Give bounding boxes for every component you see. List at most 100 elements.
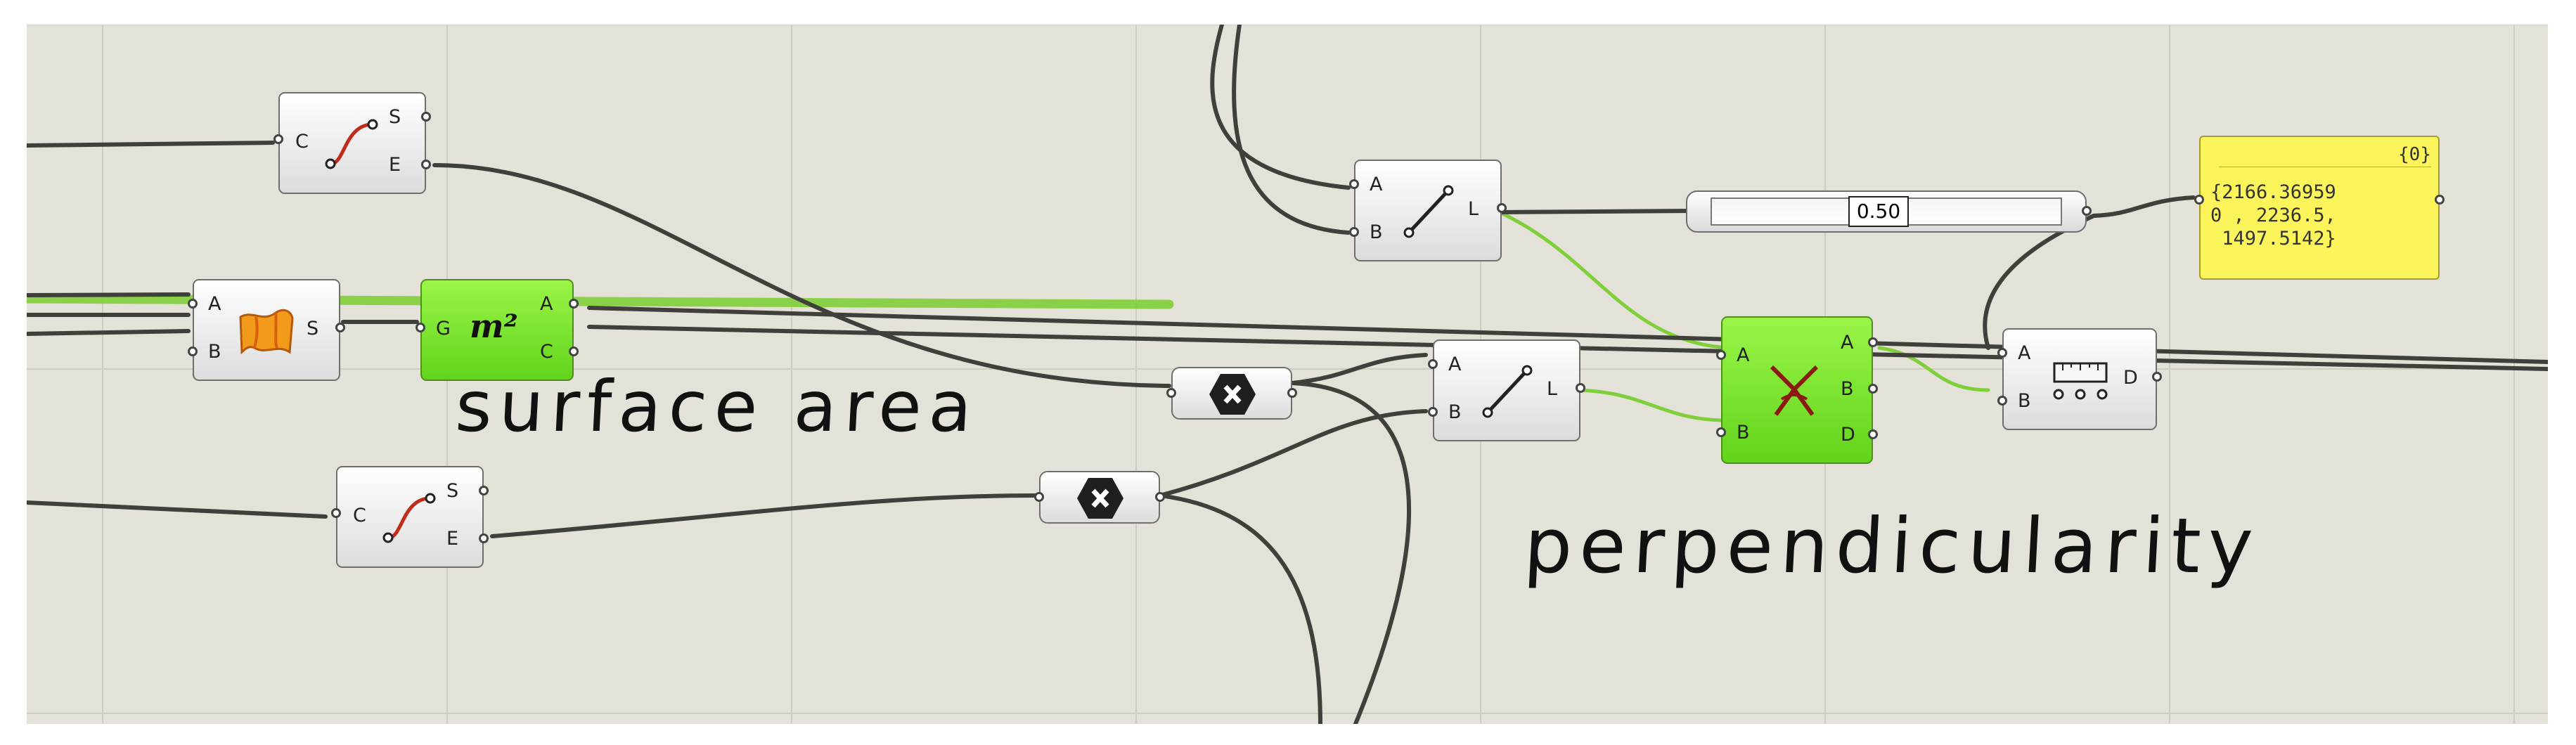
area-m2-component[interactable]: G A C m² <box>416 279 579 381</box>
x-relay-component[interactable] <box>1166 367 1297 420</box>
annotation-surface-area: surface area <box>453 365 981 448</box>
output-label-l: L <box>1547 378 1558 400</box>
output-port[interactable] <box>569 299 579 309</box>
output-label-c: C <box>540 341 553 363</box>
panel-line: 0 , 2236.5, <box>2210 205 2336 226</box>
input-port[interactable] <box>1716 350 1726 360</box>
output-port[interactable] <box>335 323 345 332</box>
panel-line: {2166.36959 <box>2210 181 2336 203</box>
area-component[interactable]: A B S <box>188 279 345 381</box>
input-label-a: A <box>1737 344 1750 366</box>
input-port[interactable] <box>1034 492 1044 502</box>
panel-content: {2166.36959 0 , 2236.5, 1497.5142} <box>2210 181 2442 250</box>
input-port[interactable] <box>1997 396 2007 406</box>
input-label-a: A <box>1370 174 1383 195</box>
output-port[interactable] <box>1287 388 1297 398</box>
output-label-a: A <box>540 293 553 315</box>
wire <box>2092 195 2196 218</box>
annotation-perpendicularity: perpendicularity <box>1521 503 2262 590</box>
output-port[interactable] <box>569 346 579 356</box>
selected-wire <box>1569 388 1723 422</box>
angle-component[interactable]: A B A B D <box>1716 316 1878 464</box>
output-port[interactable] <box>1155 492 1165 502</box>
output-label-b: B <box>1841 378 1854 400</box>
input-port[interactable] <box>2194 195 2204 205</box>
slider-grip[interactable]: 0.50 <box>1848 196 1909 227</box>
output-panel[interactable]: {0} {2166.36959 0 , 2236.5, 1497.5142} <box>2194 136 2445 280</box>
input-port[interactable] <box>1349 179 1359 189</box>
output-port[interactable] <box>479 486 489 495</box>
output-label-s: S <box>446 480 459 502</box>
curve-endpoints-component[interactable]: C S E <box>331 466 489 568</box>
input-label-b: B <box>1737 422 1750 443</box>
input-port[interactable] <box>188 346 198 356</box>
input-port[interactable] <box>1997 348 2007 358</box>
curve-endpoints-component[interactable]: C S E <box>273 92 431 194</box>
input-label-c: C <box>353 505 366 526</box>
area-m2-icon: m² <box>470 307 518 345</box>
distance-icon <box>2053 362 2108 400</box>
grasshopper-canvas[interactable]: C S E A B S G A C m² surface <box>27 25 2548 724</box>
output-port[interactable] <box>1497 203 1507 213</box>
input-label-b: B <box>2018 390 2031 412</box>
input-port[interactable] <box>1166 388 1176 398</box>
x-relay-icon <box>1077 478 1123 519</box>
input-label-b: B <box>208 341 221 363</box>
line-component[interactable]: A B L <box>1428 339 1585 441</box>
output-port[interactable] <box>2152 372 2162 382</box>
input-label-b: B <box>1370 221 1383 243</box>
input-port[interactable] <box>188 299 198 309</box>
output-label-e: E <box>389 154 401 176</box>
input-label-b: B <box>1448 401 1462 423</box>
wire <box>1290 353 1428 385</box>
input-port[interactable] <box>331 508 341 518</box>
input-port[interactable] <box>416 323 425 332</box>
selected-wire <box>1498 210 1723 349</box>
output-port[interactable] <box>1576 383 1585 393</box>
curve-endpoints-icon <box>325 119 378 169</box>
input-label-a: A <box>2018 342 2031 364</box>
output-port[interactable] <box>1868 429 1878 439</box>
input-port[interactable] <box>1428 407 1438 417</box>
output-label-a: A <box>1841 332 1854 354</box>
wire <box>587 306 2548 364</box>
number-slider[interactable]: 0.50 <box>1686 190 2092 233</box>
output-port[interactable] <box>2082 206 2092 216</box>
wire <box>27 292 191 297</box>
panel-path: {0} <box>2219 144 2431 167</box>
x-relay-component[interactable] <box>1034 471 1165 524</box>
input-label-g: G <box>436 318 451 339</box>
wire <box>1210 25 1351 190</box>
output-port[interactable] <box>421 112 431 122</box>
wire <box>1232 25 1351 235</box>
selected-wire <box>1877 346 1990 392</box>
wire <box>1498 209 1695 214</box>
output-port[interactable] <box>421 160 431 169</box>
output-port[interactable] <box>2435 195 2445 205</box>
output-port[interactable] <box>1868 384 1878 394</box>
curve-endpoints-icon <box>382 493 436 543</box>
wire <box>27 141 275 148</box>
input-label-c: C <box>295 131 309 153</box>
output-label-d: D <box>2123 367 2138 389</box>
wire <box>490 493 1038 538</box>
output-label-l: L <box>1468 198 1479 220</box>
output-label-e: E <box>446 528 459 550</box>
input-label-a: A <box>1448 354 1462 375</box>
angle-icon <box>1770 365 1819 416</box>
output-label-s: S <box>307 318 319 339</box>
input-port[interactable] <box>1428 359 1438 369</box>
input-port[interactable] <box>273 134 283 144</box>
wire <box>1158 409 1428 498</box>
surface-area-icon <box>239 309 294 355</box>
distance-component[interactable]: A B D <box>1997 328 2162 430</box>
output-port[interactable] <box>479 533 489 543</box>
input-port[interactable] <box>1349 227 1359 237</box>
line-icon <box>1403 185 1454 238</box>
line-component[interactable]: A B L <box>1349 160 1507 261</box>
wire <box>27 500 328 519</box>
x-relay-icon <box>1209 374 1256 415</box>
input-port[interactable] <box>1716 427 1726 437</box>
output-port[interactable] <box>1868 337 1878 347</box>
wire <box>1290 381 1412 724</box>
